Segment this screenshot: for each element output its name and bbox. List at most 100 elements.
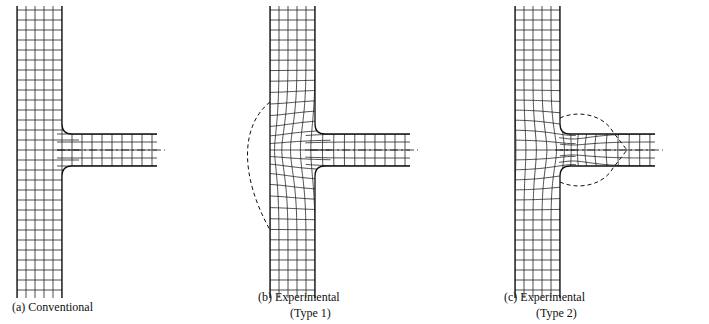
mesh-line: [270, 50, 332, 51]
mesh-line: [629, 116, 631, 184]
mesh-line: [515, 209, 577, 211]
mesh-line: [270, 40, 332, 41]
mesh-line: [515, 20, 577, 21]
mesh-line: [649, 116, 650, 184]
mesh-line: [515, 90, 577, 92]
mesh-line: [516, 140, 576, 143]
mesh-line: [17, 70, 79, 71]
center-line: [555, 150, 663, 151]
mesh-line: [270, 80, 332, 81]
mesh-line: [17, 170, 79, 171]
mesh-line: [269, 174, 331, 180]
mesh-line: [17, 110, 79, 111]
mesh-line: [516, 156, 576, 159]
mesh-line: [270, 70, 332, 72]
mesh-line: [17, 40, 79, 41]
mesh-line: [270, 10, 332, 11]
mesh-line: [17, 290, 79, 291]
mesh-line: [17, 230, 79, 231]
mesh-line: [515, 110, 576, 113]
mesh-line: [515, 10, 577, 11]
center-line: [310, 150, 418, 151]
panel-caption: (a) Conventional: [12, 300, 93, 314]
mesh-line: [17, 120, 79, 121]
mesh-line: [17, 220, 79, 221]
mesh-line: [516, 130, 576, 135]
mesh-line: [305, 142, 410, 144]
mesh-line: [515, 270, 577, 271]
mesh-line: [560, 6, 564, 298]
mesh-line: [270, 90, 332, 92]
mesh-line: [269, 110, 331, 115]
mesh-line: [560, 155, 655, 158]
mesh-line: [270, 259, 332, 260]
mesh-line: [516, 165, 576, 170]
mesh-line: [17, 30, 79, 31]
mesh-line: [515, 80, 577, 81]
t-junction-mesh: [515, 6, 663, 298]
mesh-line: [17, 210, 79, 211]
mesh-line: [515, 70, 577, 71]
t-junction-mesh: [248, 6, 419, 298]
mesh-line: [17, 20, 79, 21]
part-outline: [270, 6, 410, 298]
mesh-line: [595, 118, 599, 182]
mesh-line: [515, 229, 577, 230]
mesh-line: [17, 100, 79, 101]
mesh-line: [270, 60, 332, 61]
mesh-line: [17, 180, 79, 181]
mesh-line: [270, 30, 332, 31]
panel-caption: (b) Experimental: [258, 290, 340, 304]
mesh-line: [515, 249, 577, 250]
mesh-line: [17, 80, 79, 81]
mesh-line: [17, 250, 79, 251]
mesh-line: [270, 279, 332, 280]
mesh-line: [17, 240, 79, 241]
mesh-line: [515, 60, 577, 61]
mesh-line: [17, 130, 79, 131]
mesh-line: [515, 175, 576, 180]
mesh-line: [270, 229, 332, 231]
mesh-line: [269, 120, 331, 126]
mesh-line: [515, 50, 577, 51]
mesh-line: [515, 198, 577, 200]
mesh-line: [17, 140, 79, 141]
mesh-line: [17, 200, 79, 201]
mesh-line: [269, 184, 331, 189]
mesh-line: [270, 219, 332, 220]
mesh-line: [269, 140, 331, 143]
bulge-outline: [248, 102, 271, 230]
mesh-line: [17, 50, 79, 51]
mesh-line: [152, 116, 153, 184]
mesh-line: [515, 280, 577, 281]
mesh-line: [515, 40, 577, 41]
panel-caption: (Type 2): [536, 306, 577, 320]
mesh-line: [405, 116, 406, 184]
mesh-line: [515, 239, 577, 240]
mesh-line: [515, 100, 577, 102]
mesh-line: [17, 260, 79, 261]
mesh-line: [17, 280, 79, 281]
mesh-line: [270, 249, 332, 250]
mesh-line: [515, 30, 577, 31]
panel-caption: (Type 1): [290, 306, 331, 320]
mesh-line: [270, 20, 332, 21]
mesh-line: [560, 142, 655, 145]
mesh-line: [17, 160, 79, 161]
mesh-line: [515, 187, 576, 190]
mesh-line: [17, 270, 79, 271]
t-junction-mesh: [17, 6, 165, 298]
mesh-line: [270, 100, 332, 104]
mesh-line: [270, 269, 332, 270]
mesh-line: [17, 90, 79, 91]
mesh-line: [82, 116, 83, 184]
mesh-line: [269, 156, 331, 159]
mesh-line: [515, 260, 577, 261]
mesh-line: [515, 219, 577, 220]
center-line: [57, 150, 165, 151]
mesh-line: [270, 208, 332, 210]
mesh-line: [305, 157, 410, 159]
mesh-line: [515, 120, 576, 125]
